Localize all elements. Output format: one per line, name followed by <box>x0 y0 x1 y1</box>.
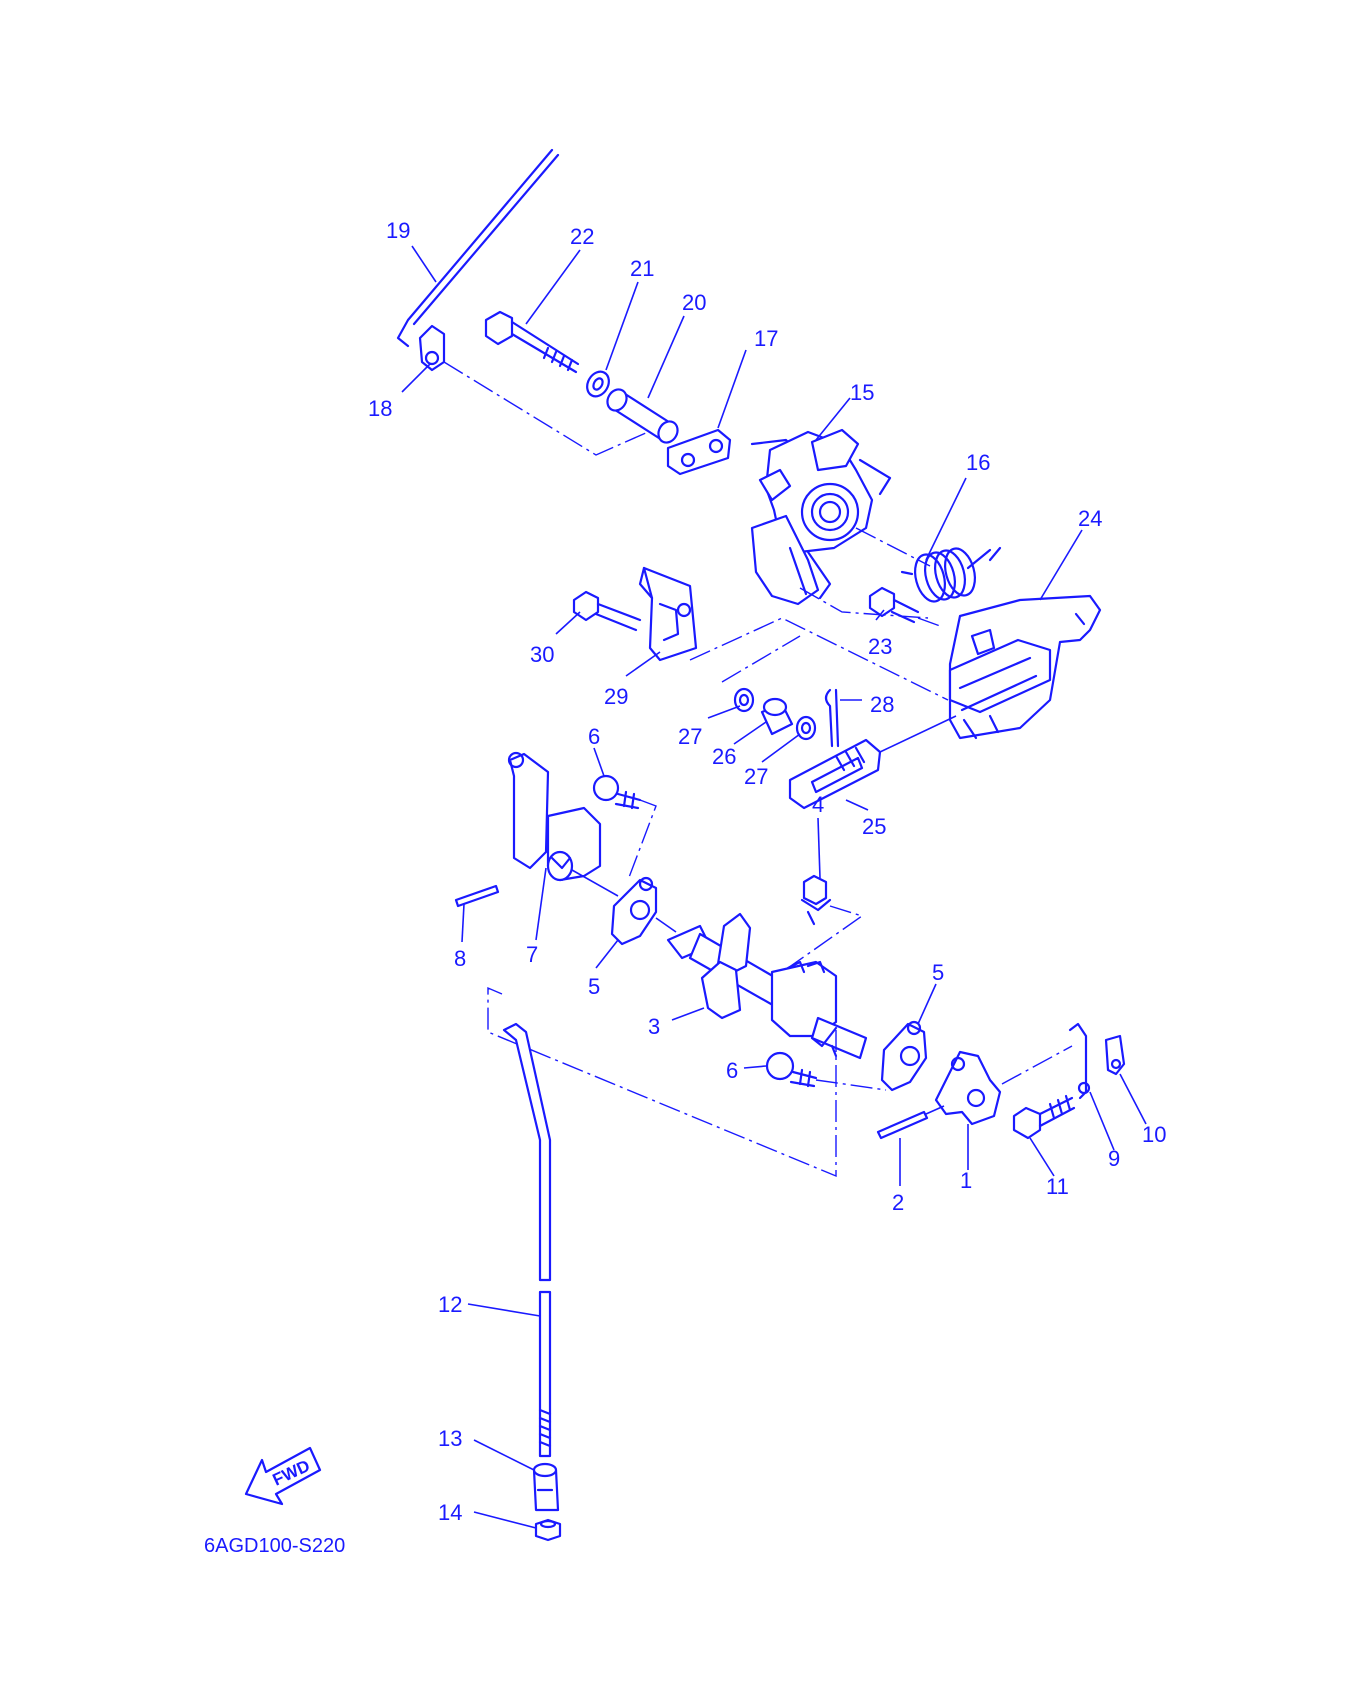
callout-26: 26 <box>712 744 736 769</box>
part-8-pin <box>454 884 500 908</box>
leader-lines <box>401 245 1147 1529</box>
callout-9: 9 <box>1108 1146 1120 1171</box>
guide-line-15-23 <box>799 587 929 619</box>
callout-27-upper: 27 <box>678 724 702 749</box>
callout-11: 11 <box>1046 1174 1069 1199</box>
part-21-washer <box>586 370 610 398</box>
part-24-bracket <box>948 594 1102 740</box>
part-19-rod <box>396 148 560 348</box>
part-27-washer-lower <box>795 715 817 741</box>
part-6-bolt-upper <box>592 774 642 810</box>
part-7-lever <box>507 751 602 882</box>
callout-6-lower: 6 <box>726 1058 738 1083</box>
part-29-plate <box>638 566 698 662</box>
part-22-bolt <box>484 310 580 374</box>
part-30-bolt <box>572 590 642 632</box>
part-13-spacer <box>532 1462 560 1512</box>
callout-25: 25 <box>862 814 886 839</box>
part-5-collar-upper <box>610 876 658 946</box>
callout-10: 10 <box>1142 1122 1166 1147</box>
callout-7: 7 <box>526 942 538 967</box>
callout-28: 28 <box>870 692 894 717</box>
callout-16: 16 <box>966 450 990 475</box>
part-10-plate <box>1104 1034 1126 1076</box>
callout-23: 23 <box>868 634 892 659</box>
callout-19: 19 <box>386 218 410 243</box>
part-17-link <box>666 428 732 476</box>
part-26-collar <box>760 697 794 736</box>
callout-24: 24 <box>1078 506 1102 531</box>
part-6-bolt-lower <box>765 1051 818 1088</box>
guide-line-18-17 <box>443 361 649 456</box>
callout-5-lower: 5 <box>932 960 944 985</box>
drawing-code: 6AGD100-S220 <box>204 1535 345 1557</box>
part-5-collar-lower <box>880 1020 928 1092</box>
part-20-collar <box>606 388 679 444</box>
guide-line-3-rod <box>487 986 837 1178</box>
part-11-bolt <box>1012 1094 1076 1140</box>
part-3-shaft <box>666 912 868 1060</box>
callout-14: 14 <box>438 1500 462 1525</box>
guide-line-27-29 <box>721 635 801 683</box>
callout-2: 2 <box>892 1190 904 1215</box>
callout-numbers: 19 22 21 20 17 18 15 16 24 23 30 29 28 2… <box>368 218 1166 1525</box>
callout-4: 4 <box>812 792 824 817</box>
callout-21: 21 <box>630 256 654 281</box>
part-1-lever <box>934 1050 1002 1126</box>
guide-line-4-3 <box>787 905 864 969</box>
callout-30: 30 <box>530 642 554 667</box>
callout-8: 8 <box>454 946 466 971</box>
callout-20: 20 <box>682 290 706 315</box>
part-18-clip <box>418 324 446 372</box>
callout-3: 3 <box>648 1014 660 1039</box>
guide-line-6-5-lower <box>815 1079 887 1091</box>
part-28-pin <box>824 688 840 748</box>
callout-27-lower: 27 <box>744 764 768 789</box>
part-14-nut <box>534 1518 562 1542</box>
callout-22: 22 <box>570 224 594 249</box>
fwd-arrow-icon: FWD <box>244 1446 322 1506</box>
part-2-pin <box>876 1105 945 1140</box>
part-16-spring <box>900 546 1002 603</box>
guide-line-29-24 <box>689 617 949 701</box>
callout-15: 15 <box>850 380 874 405</box>
part-15-lever-assembly <box>750 428 892 606</box>
guide-line-6-5 <box>627 799 657 881</box>
callout-18: 18 <box>368 396 392 421</box>
part-4-clip <box>800 874 832 926</box>
part-23-bolt <box>868 586 941 627</box>
callout-13: 13 <box>438 1426 462 1451</box>
guide-line-5-3 <box>655 917 677 933</box>
part-25-slider <box>788 715 957 810</box>
callout-6-upper: 6 <box>588 724 600 749</box>
callout-5-upper: 5 <box>588 974 600 999</box>
guide-line-15-16 <box>855 527 931 567</box>
callout-12: 12 <box>438 1292 462 1317</box>
callout-17: 17 <box>754 326 778 351</box>
callout-29: 29 <box>604 684 628 709</box>
callout-1: 1 <box>960 1168 972 1193</box>
guide-line-7-5 <box>571 869 619 897</box>
part-12-rod <box>502 1022 552 1458</box>
part-9-clip <box>1001 1022 1091 1100</box>
